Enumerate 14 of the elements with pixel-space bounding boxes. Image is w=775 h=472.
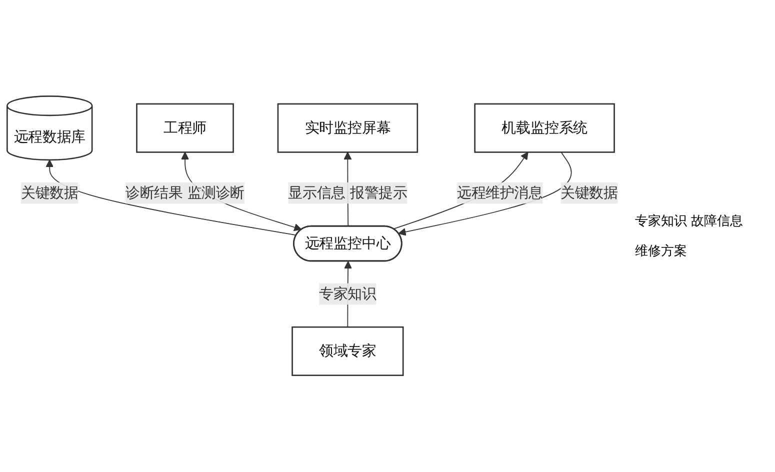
- node-box: 领域专家: [292, 326, 404, 376]
- note: 维修方案: [635, 243, 688, 260]
- node-box: 工程师: [136, 104, 234, 154]
- arrow: [398, 152, 572, 236]
- edge-label: 关键数据: [560, 184, 618, 202]
- edge-label: 专家知识: [319, 285, 376, 302]
- edge-label: 关键数据: [21, 184, 78, 202]
- node-box: 实时监控屏幕: [277, 104, 418, 154]
- arrow: [46, 160, 297, 236]
- edge-label: 显示信息 报警提示: [288, 184, 408, 202]
- node-box: 机载监控系统: [474, 104, 615, 154]
- note: 专家知识 故障信息: [635, 213, 744, 230]
- edge-label: 诊断结果 监测诊断: [126, 184, 244, 202]
- edge-label: 远程维护消息: [456, 184, 543, 202]
